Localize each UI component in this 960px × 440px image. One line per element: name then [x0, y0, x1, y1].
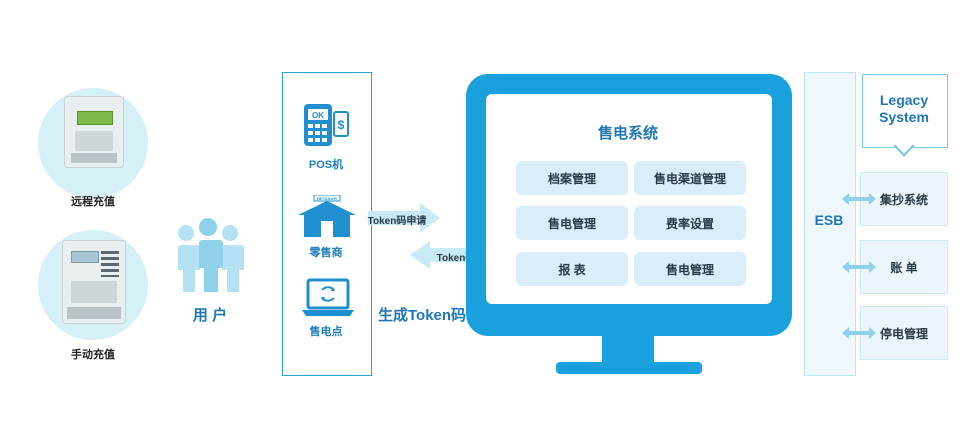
users-label: 用 户 — [192, 307, 228, 324]
esb-column — [804, 72, 856, 376]
module-archive[interactable]: 档案管理 — [516, 161, 628, 195]
retailer-shop-icon — [296, 194, 358, 239]
manual-recharge-label: 手动充值 — [71, 349, 115, 361]
legacy-title-line1: Legacy — [879, 92, 929, 108]
pos-terminal-icon: OK $ — [300, 102, 356, 148]
retailer-label: 零售商 — [309, 247, 343, 259]
retailer-sign: RETAILER — [317, 196, 337, 201]
sales-point-label: 售电点 — [309, 326, 343, 338]
module-channel-management[interactable]: 售电渠道管理 — [634, 161, 746, 195]
module-tariff-settings[interactable]: 费率设置 — [634, 206, 746, 240]
legacy-system-box — [862, 74, 948, 148]
monitor-neck — [602, 336, 654, 366]
system-title: 售电系统 — [597, 125, 658, 142]
module-sales-management-2[interactable]: 售电管理 — [634, 252, 746, 286]
esb-link-arrow-1 — [842, 192, 876, 205]
generate-token-label: 生成Token码 — [378, 307, 467, 324]
esb-link-arrow-3 — [842, 326, 876, 339]
legacy-outage-management[interactable]: 停电管理 — [860, 306, 948, 360]
users-group-icon — [172, 215, 244, 295]
token-request-label: Token码申请 — [367, 216, 427, 227]
legacy-title-line2: System — [879, 109, 929, 125]
module-sales-management[interactable]: 售电管理 — [516, 206, 628, 240]
remote-meter-icon — [64, 96, 124, 168]
token-request-arrow — [368, 203, 440, 233]
manual-meter-icon — [62, 240, 126, 324]
token-response-label: Token码 — [436, 253, 476, 264]
svg-text:OK: OK — [312, 111, 324, 120]
esb-label: ESB — [814, 212, 844, 228]
pos-label: POS机 — [308, 159, 344, 171]
esb-link-arrow-2 — [842, 260, 876, 273]
monitor-stand — [556, 362, 702, 374]
remote-recharge-label: 远程充值 — [71, 196, 115, 208]
svg-text:$: $ — [338, 118, 345, 132]
laptop-exchange-icon — [300, 278, 356, 318]
module-reports[interactable]: 报 表 — [516, 252, 628, 286]
